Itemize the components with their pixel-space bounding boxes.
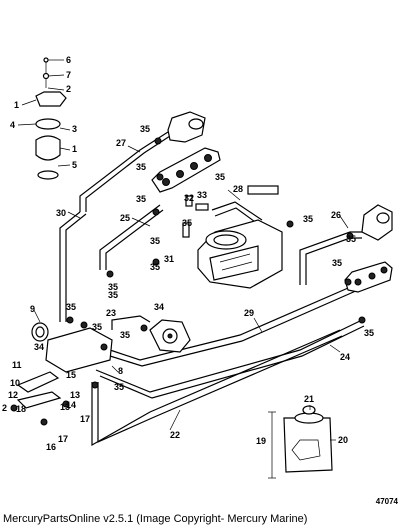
callout-4: 4 — [10, 120, 15, 130]
callout-labels: 6 7 2 1 4 3 1 5 27 35 35 35 33 32 35 28 … — [2, 55, 374, 452]
callout-35: 35 — [182, 218, 192, 228]
exhaust-elbow-right — [361, 204, 393, 241]
thermostat-housing-assembly — [35, 57, 67, 180]
callout-9: 9 — [30, 304, 35, 314]
callout-21: 21 — [304, 394, 314, 404]
callout-15: 15 — [66, 370, 76, 380]
callout-35: 35 — [303, 214, 313, 224]
exhaust-manifold-right — [344, 261, 393, 293]
callout-22: 22 — [170, 430, 180, 440]
callout-3: 3 — [72, 124, 77, 134]
callout-14: 14 — [66, 400, 76, 410]
callout-35: 35 — [136, 162, 146, 172]
callout-27: 27 — [116, 138, 126, 148]
callout-11: 11 — [12, 360, 22, 370]
callout-35: 35 — [346, 234, 356, 244]
hose-25 — [99, 204, 164, 270]
callout-18: 18 — [16, 404, 26, 414]
exhaust-manifold-left — [151, 147, 221, 193]
water-pump — [149, 319, 191, 353]
hose-29 — [109, 284, 359, 367]
callout-35: 35 — [140, 124, 150, 134]
hose-fittings — [182, 185, 279, 238]
hose-22 — [91, 329, 343, 447]
callout-31: 31 — [164, 254, 174, 264]
callout-35: 35 — [150, 236, 160, 246]
hose-24 — [95, 319, 365, 399]
callout-1: 1 — [72, 144, 77, 154]
catalog-number: 47074 — [375, 497, 398, 506]
callout-20: 20 — [338, 435, 348, 445]
callout-17: 17 — [58, 434, 68, 444]
hose-26 — [299, 231, 362, 285]
callout-35: 35 — [92, 322, 102, 332]
callout-13: 13 — [70, 390, 80, 400]
coolant-reservoir-assembly — [268, 405, 333, 479]
callout-33: 33 — [197, 190, 207, 200]
callout-25: 25 — [120, 213, 130, 223]
mounting-bracket — [10, 371, 70, 426]
hose-28 — [211, 201, 263, 225]
callout-12: 12 — [8, 390, 18, 400]
hose-23 — [111, 315, 151, 330]
callout-35: 35 — [120, 330, 130, 340]
callout-32: 32 — [184, 193, 194, 203]
exhaust-elbow-left — [167, 111, 206, 143]
callout-35: 35 — [108, 290, 118, 300]
footer-credit: MercuryPartsOnline v2.5.1 (Image Copyrig… — [3, 513, 308, 525]
hose-27 — [79, 131, 171, 212]
callout-35: 35 — [215, 172, 225, 182]
callout-2: 2 — [66, 84, 71, 94]
callout-34: 34 — [154, 302, 164, 312]
engine-block — [197, 219, 283, 289]
callout-23: 23 — [106, 308, 116, 318]
callout-35: 35 — [364, 328, 374, 338]
callout-30: 30 — [56, 208, 66, 218]
callout-7: 7 — [66, 70, 71, 80]
hose-clamps — [66, 137, 366, 389]
hose-30 — [59, 211, 87, 322]
callout-24: 24 — [340, 352, 350, 362]
callout-35: 35 — [66, 302, 76, 312]
callout-2: 2 — [2, 403, 7, 413]
callout-19: 19 — [256, 436, 266, 446]
callout-26: 26 — [331, 210, 341, 220]
callout-16: 16 — [46, 442, 56, 452]
callout-13: 13 — [60, 402, 70, 412]
callout-1: 1 — [14, 100, 19, 110]
callout-35: 35 — [136, 194, 146, 204]
callout-35: 35 — [114, 382, 124, 392]
callout-28: 28 — [233, 184, 243, 194]
callout-35: 35 — [332, 258, 342, 268]
heat-exchanger — [31, 322, 113, 373]
callout-10: 10 — [10, 378, 20, 388]
callout-17: 17 — [80, 414, 90, 424]
cooling-system-exploded-diagram: 6 7 2 1 4 3 1 5 27 35 35 35 33 32 35 28 … — [2, 55, 393, 479]
callout-5: 5 — [72, 160, 77, 170]
callout-35: 35 — [150, 262, 160, 272]
callout-8: 8 — [118, 366, 123, 376]
callout-leaders — [17, 59, 349, 441]
callout-35: 35 — [108, 282, 118, 292]
callout-6: 6 — [66, 55, 71, 65]
callout-34: 34 — [34, 342, 44, 352]
callout-29: 29 — [244, 308, 254, 318]
